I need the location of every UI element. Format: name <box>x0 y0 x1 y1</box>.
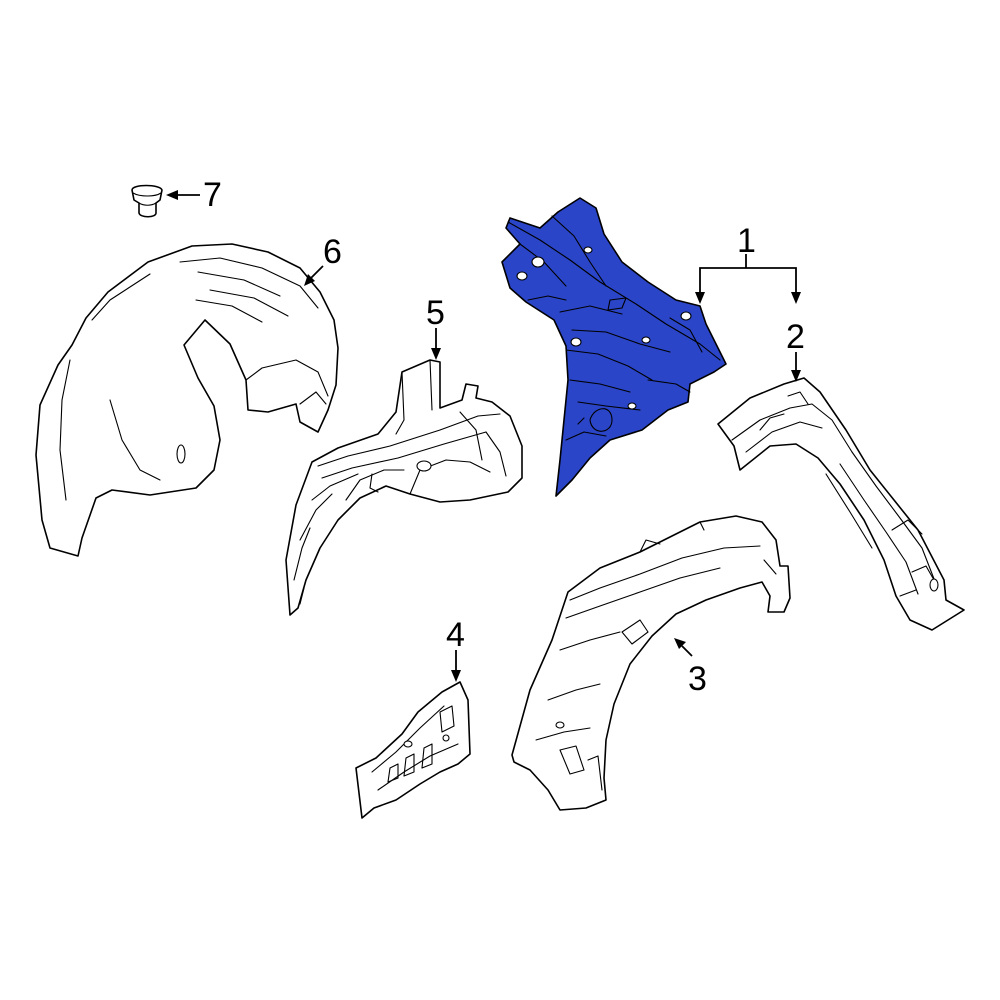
part-1-quarter-inner-panel[interactable] <box>501 197 727 497</box>
part-2-outer-extension[interactable] <box>717 377 965 631</box>
callout-6: 6 <box>323 233 342 271</box>
part-6-wheelhouse-liner[interactable] <box>35 243 339 557</box>
part-3-outer-wheelhouse[interactable] <box>511 515 791 811</box>
callout-5: 5 <box>426 294 445 332</box>
part-4-bracket[interactable] <box>355 681 471 819</box>
callout-3: 3 <box>688 660 707 698</box>
callout-7: 7 <box>203 176 222 214</box>
part-1-highlight-fill <box>501 197 727 497</box>
part-7-clip[interactable] <box>131 184 163 218</box>
part-5-inner-wheelhouse[interactable] <box>285 359 523 616</box>
callout-4: 4 <box>446 616 465 654</box>
callout-1: 1 <box>737 222 756 260</box>
callout-labels: 7 6 5 1 2 3 4 <box>203 176 805 698</box>
callout-2: 2 <box>786 318 805 356</box>
leader-lines <box>166 190 801 682</box>
